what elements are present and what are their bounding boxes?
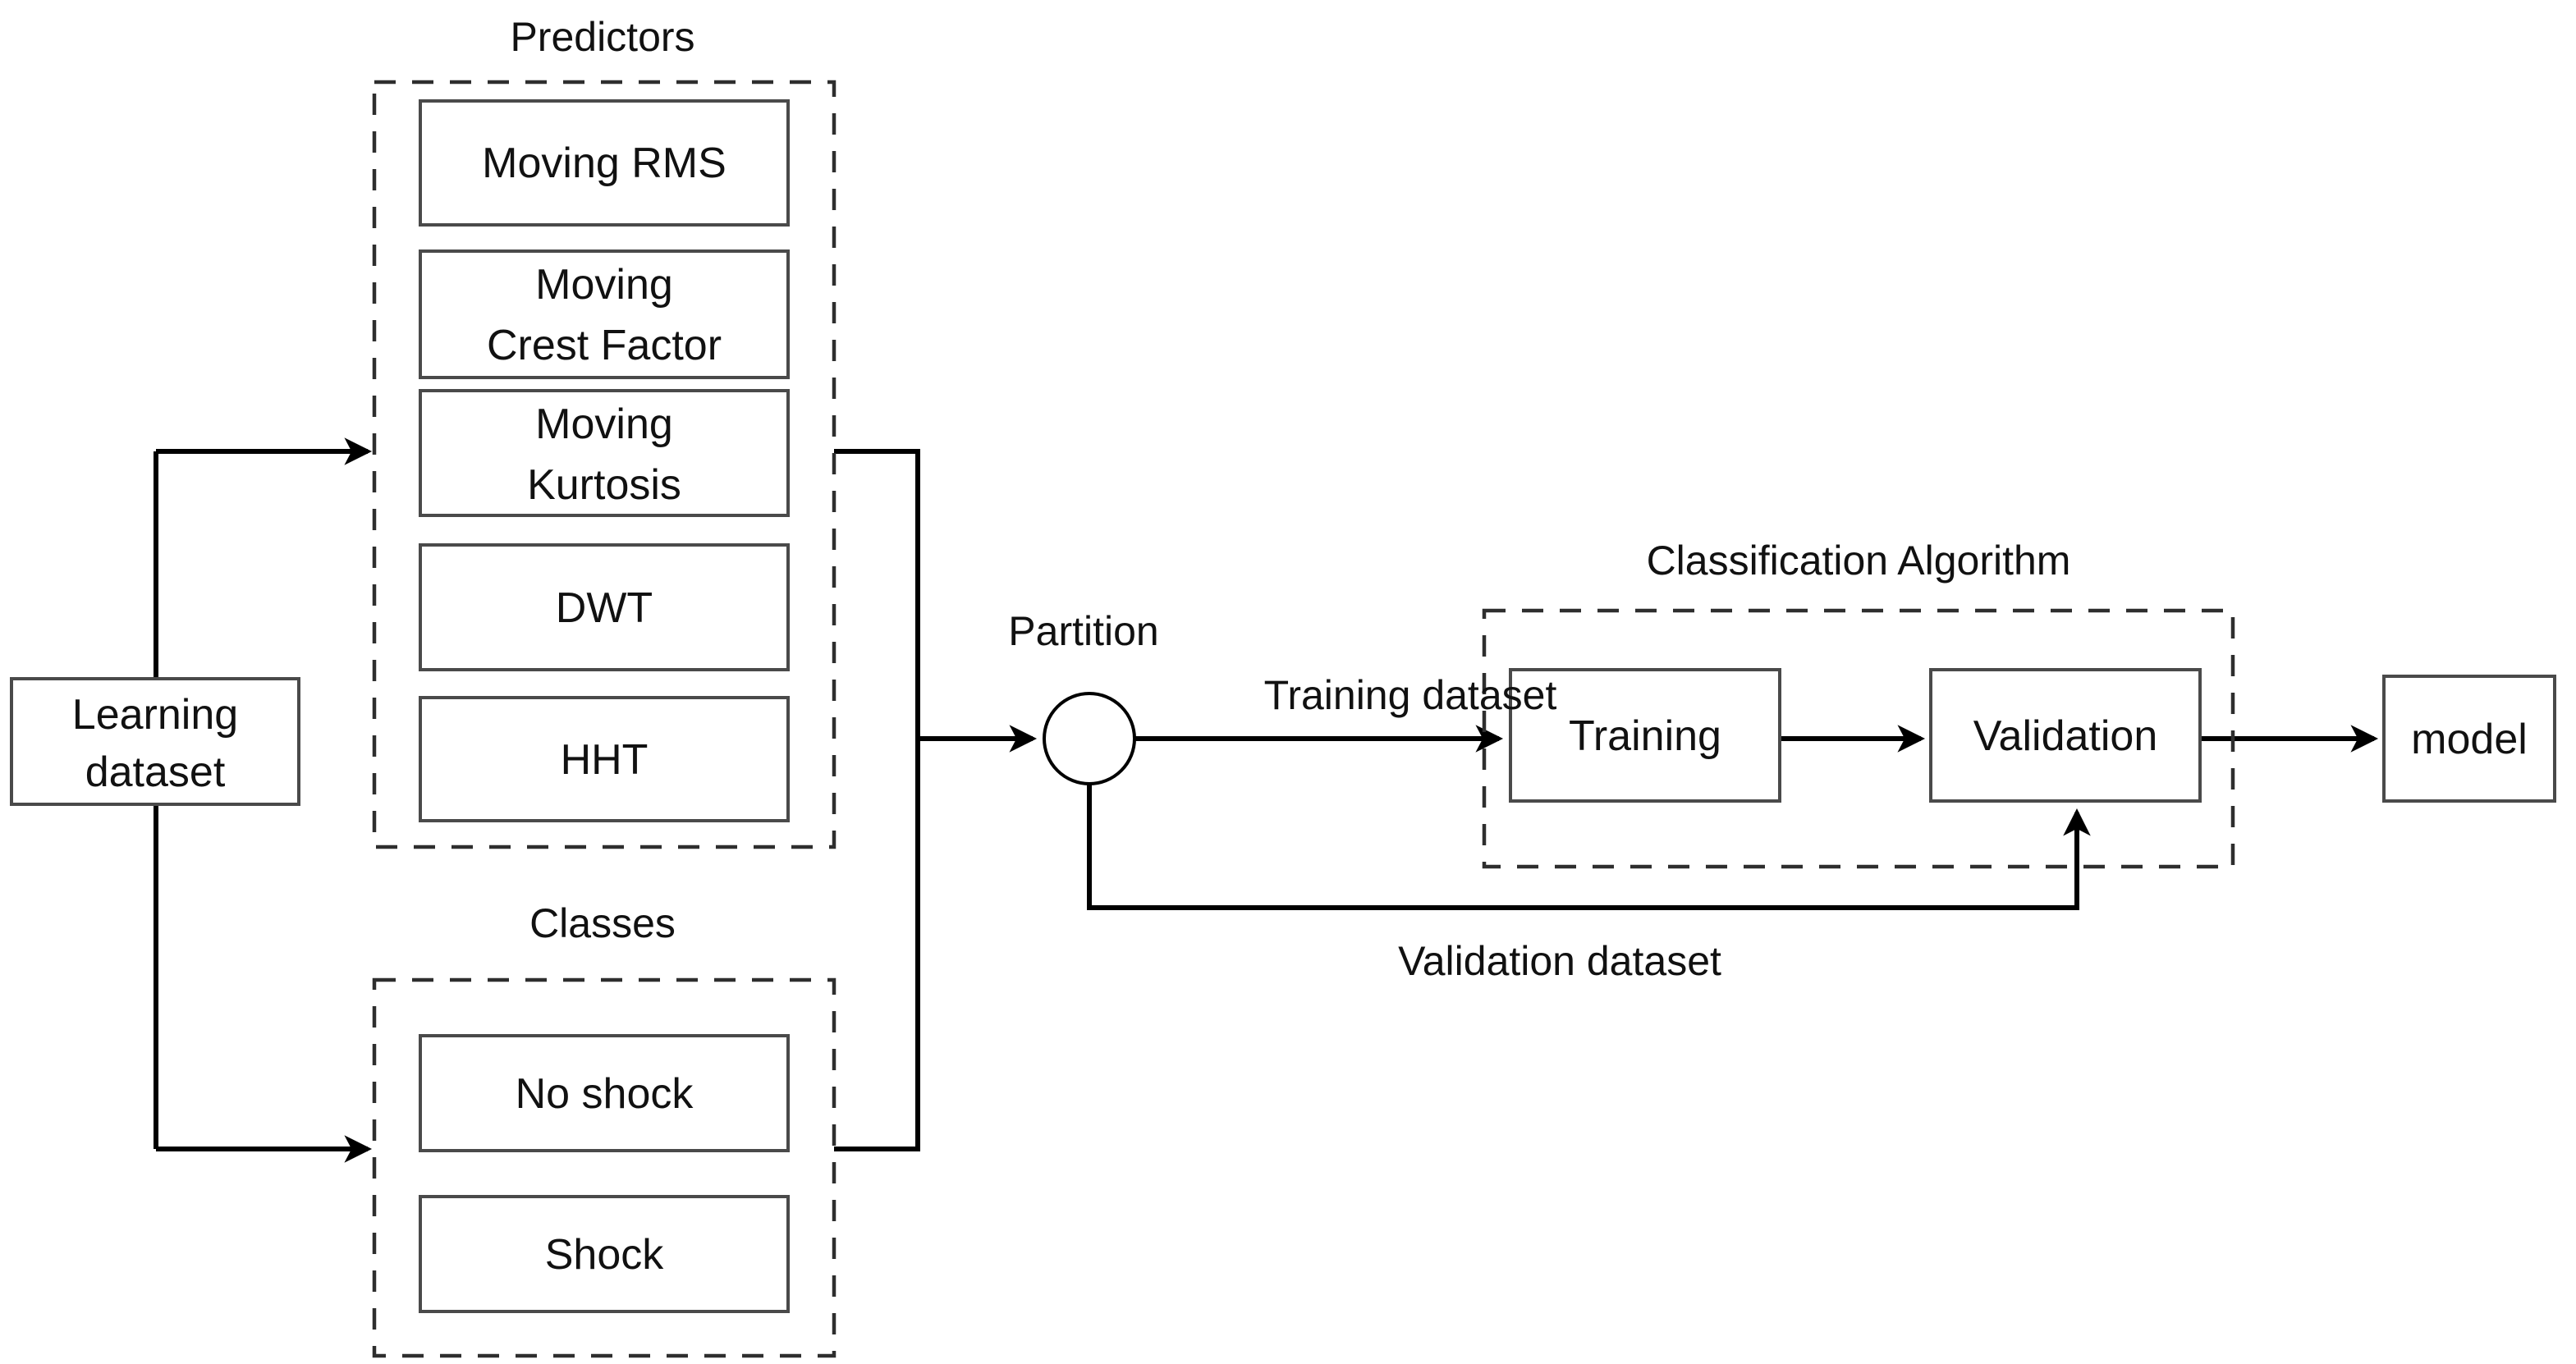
moving-crest-factor-label-line1: Moving — [535, 261, 673, 309]
node-training — [1509, 668, 1781, 803]
edge-collector-predictors-classes — [834, 449, 920, 1151]
node-no-shock — [419, 1034, 790, 1152]
classification-algorithm-title: Classification Algorithm — [1647, 538, 2071, 584]
classification-algorithm-group-box — [1482, 608, 2235, 869]
node-moving-kurtosis — [419, 389, 790, 517]
node-hht — [419, 696, 790, 822]
learning-dataset-label-line1: Learning — [72, 691, 238, 739]
node-moving-crest-factor — [419, 249, 790, 379]
training-label: Training — [1569, 712, 1721, 760]
classes-group-box — [372, 977, 837, 1358]
moving-crest-factor-label-line2: Crest Factor — [487, 322, 722, 369]
predictors-group-box — [372, 80, 837, 849]
node-validation — [1929, 668, 2202, 803]
edge-partition-to-validation-return — [1087, 784, 2091, 910]
training-dataset-label: Training dataset — [1264, 672, 1557, 718]
validation-label: Validation — [1973, 712, 2158, 760]
node-dwt — [419, 543, 790, 671]
node-learning-dataset — [10, 677, 300, 806]
node-shock — [419, 1195, 790, 1313]
node-model — [2382, 675, 2556, 803]
model-label: model — [2411, 716, 2528, 763]
shock-label: Shock — [545, 1231, 665, 1279]
moving-kurtosis-label-line2: Kurtosis — [527, 461, 681, 509]
dwt-label: DWT — [556, 584, 653, 632]
predictors-title: Predictors — [510, 14, 694, 60]
no-shock-label: No shock — [516, 1070, 694, 1118]
validation-dataset-label: Validation dataset — [1398, 938, 1721, 984]
partition-label: Partition — [1008, 608, 1158, 654]
partition-junction-circle — [1043, 692, 1136, 785]
hht-label: HHT — [561, 736, 649, 784]
node-moving-rms — [419, 99, 790, 227]
classes-title: Classes — [529, 900, 676, 946]
moving-kurtosis-label-line1: Moving — [535, 401, 673, 448]
learning-dataset-label-line2: dataset — [85, 748, 226, 796]
moving-rms-label: Moving RMS — [482, 140, 727, 187]
